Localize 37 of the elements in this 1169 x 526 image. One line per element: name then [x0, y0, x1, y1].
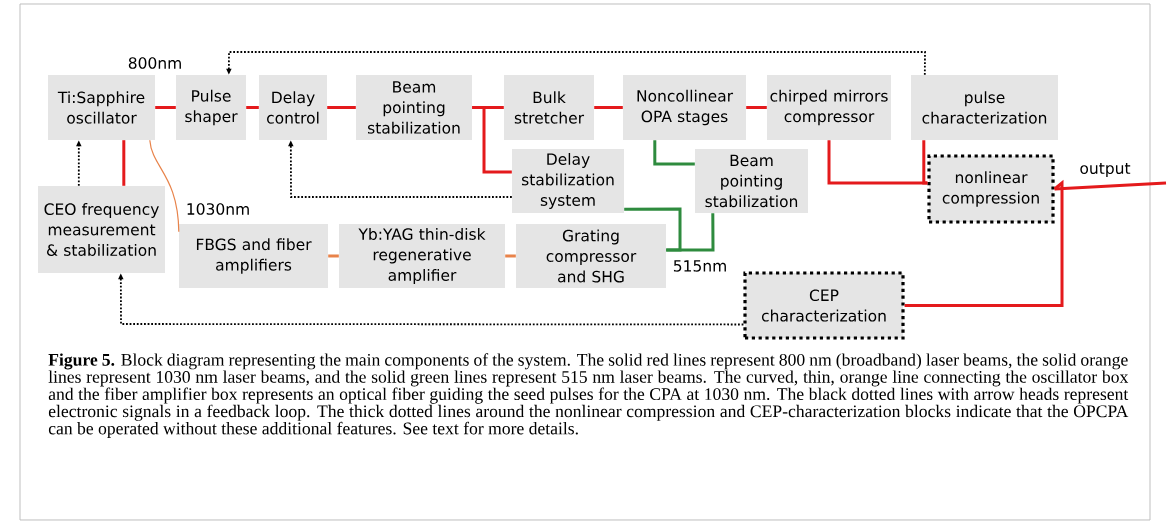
process-box: pulse characterization: [911, 75, 1058, 140]
caption: Figure 5. Block diagram representing the main components of the system. The solid red lines represent 800 nm (broadband) laser beams, the solid orange lines represent 1030 nm laser beams, and the solid green lines represent 515 nm laser beams. The curved, thin, orange line connecting the oscillator box and the fiber amplifier box represents an optical fiber guiding the seed pulses for the CPA at 1030 nm. The black dotted lines with arrow heads represent electronic signals in a feedback loop. The thick dotted lines around the nonlinear compression and CEP-characterization blocks indicate that the OPCPA can be operated without these additional features. See text for more details.: [48, 353, 1129, 438]
beam-line: [1054, 181, 1167, 191]
process-box: Bulk stretcher: [504, 75, 594, 140]
beam-line: [328, 254, 339, 258]
beam-line: [746, 106, 767, 109]
beam-line: [666, 213, 715, 252]
process-box: Yb:YAG thin-disk regenerative amplifier: [339, 224, 505, 288]
process-box: CEO frequency measurement & stabilization: [38, 186, 165, 273]
process-box: Beam pointing stabilization: [356, 75, 472, 140]
process-box: chirped mirrors compressor: [767, 75, 891, 140]
beam-line: [922, 140, 928, 185]
process-box: Delay control: [259, 75, 327, 140]
process-box: CEP characterization: [743, 271, 905, 340]
beam-line: [594, 106, 623, 109]
beam-line: [327, 106, 356, 109]
process-box: Ti:Sapphire oscillator: [48, 75, 155, 140]
beam-line: [472, 106, 512, 174]
process-box: Grating compressor and SHG: [516, 224, 666, 288]
beam-line: [653, 140, 695, 166]
process-box: Beam pointing stabilization: [695, 149, 808, 213]
wavelength-label: 800nm: [128, 57, 181, 69]
beam-line: [122, 140, 126, 186]
wavelength-label: 1030nm: [187, 203, 249, 215]
signal-arrow: [226, 51, 926, 76]
process-box: Noncollinear OPA stages: [623, 75, 746, 140]
fiber-line: [149, 139, 180, 233]
edge-label: output: [1078, 161, 1132, 179]
wavelength-label: 515nm: [673, 260, 726, 272]
beam-line: [155, 106, 176, 109]
process-box: Delay stabilization system: [512, 149, 624, 213]
beam-line: [246, 106, 259, 109]
beam-line: [904, 179, 1064, 307]
process-box: Pulse shaper: [176, 75, 246, 140]
process-box: FBGS and fiber amplifiers: [179, 224, 328, 288]
process-box: nonlinear compression: [927, 154, 1055, 224]
beam-line: [505, 254, 516, 258]
